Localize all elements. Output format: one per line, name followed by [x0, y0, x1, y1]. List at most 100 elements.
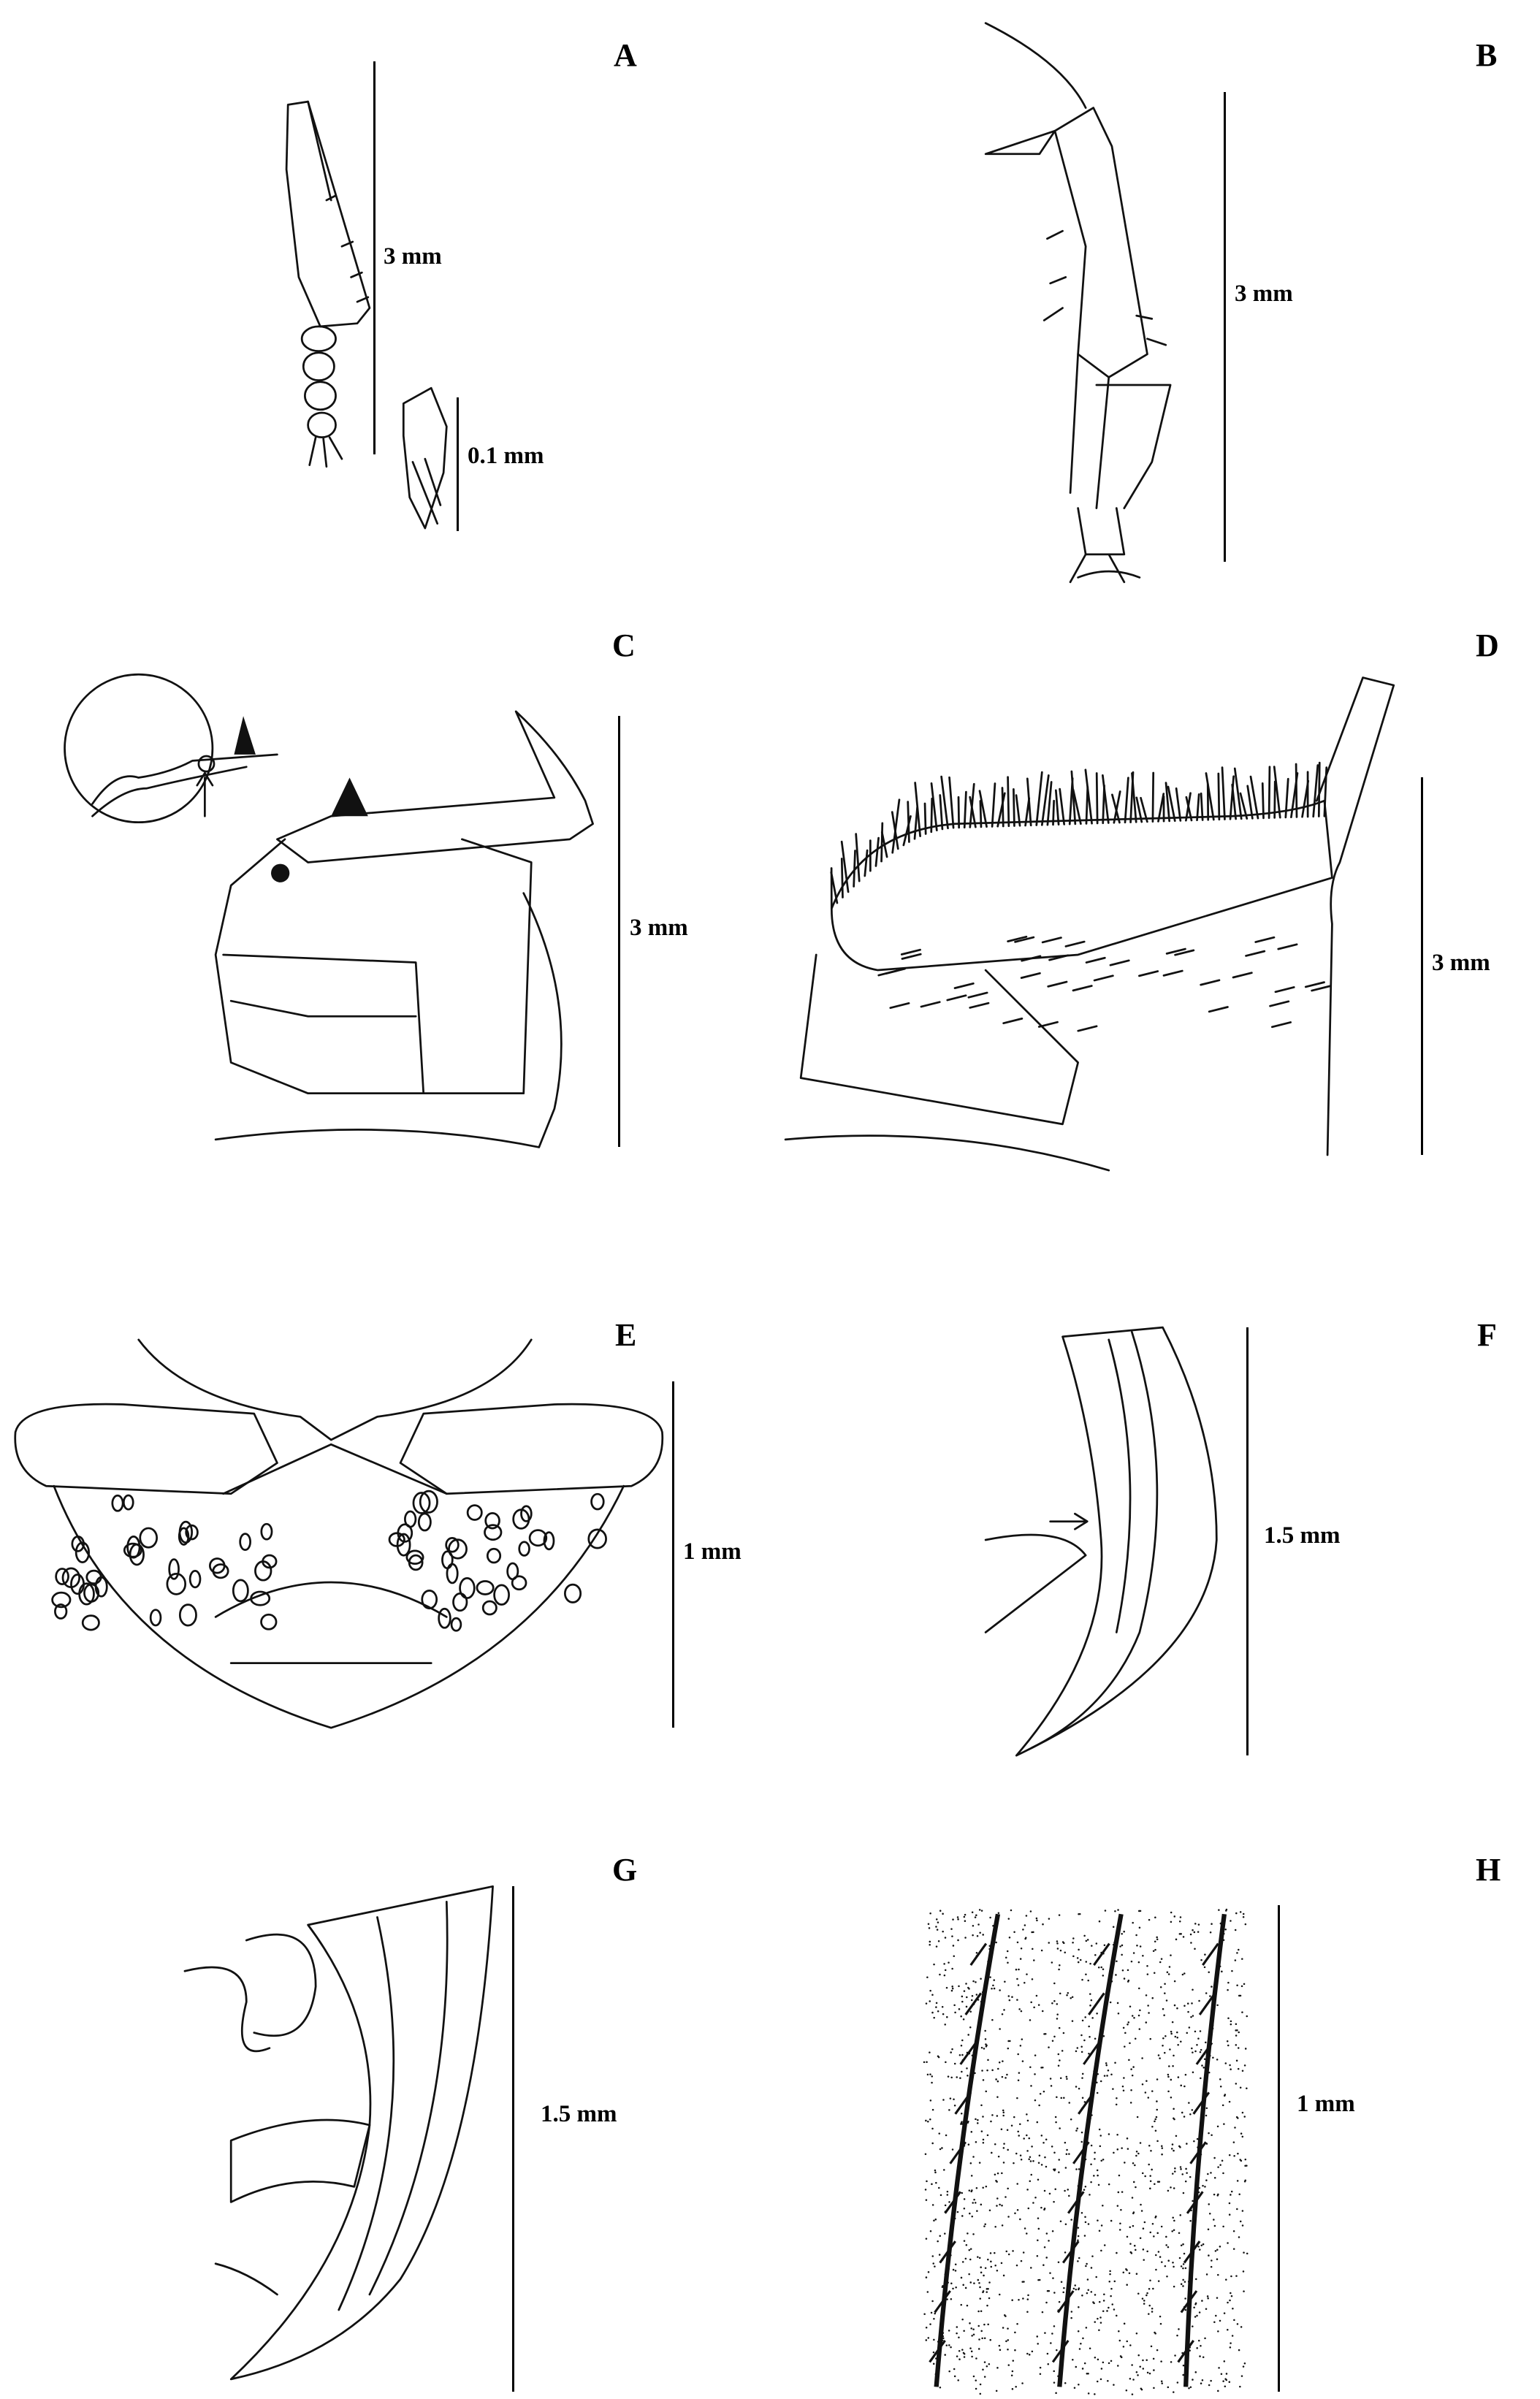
stipple-dot — [1030, 2001, 1032, 2004]
stipple-dot — [1166, 2276, 1168, 2278]
stipple-dot — [967, 2075, 969, 2077]
stipple-dot — [1022, 2251, 1025, 2254]
puncture — [55, 1568, 69, 1585]
stipple-dot — [1229, 2299, 1231, 2302]
scale-text-f: 1.5 mm — [1264, 1522, 1341, 1549]
stipple-dot — [990, 2120, 992, 2123]
scale-bar-a-small — [457, 397, 459, 531]
stipple-dot — [1176, 2007, 1178, 2010]
stipple-dot — [991, 2069, 994, 2072]
stipple-dot — [1128, 2059, 1130, 2062]
stipple-dot — [1155, 2254, 1157, 2257]
puncture — [528, 1529, 548, 1547]
stipple-dot — [1225, 2373, 1228, 2375]
stipple-dot — [956, 1916, 959, 1918]
stipple-dot — [958, 1985, 960, 1988]
stipple-dot — [1151, 2168, 1153, 2171]
stipple-dot — [1039, 2366, 1042, 2369]
stipple-dot — [1194, 1948, 1196, 1950]
seta — [1269, 1000, 1290, 1007]
stipple-dot — [926, 2291, 929, 2293]
stipple-dot — [1116, 2097, 1118, 2099]
stipple-dot — [1079, 1959, 1082, 1961]
stipple-dot — [1205, 2041, 1207, 2044]
stipple-dot — [925, 2002, 928, 2005]
panel-b-drawing — [984, 22, 1172, 584]
stipple-dot — [1171, 2173, 1174, 2175]
stipple-dot — [964, 1937, 967, 1939]
stipple-dot — [1183, 2116, 1186, 2118]
stipple-dot — [1216, 2125, 1219, 2128]
stipple-dot — [962, 2352, 965, 2354]
stipple-dot — [1237, 2047, 1240, 2049]
stipple-dot — [1066, 1994, 1068, 1996]
stipple-dot — [1029, 1910, 1032, 1912]
stipple-dot — [1020, 1947, 1023, 1950]
stipple-dot — [1051, 2333, 1053, 2335]
stipple-dot — [985, 2045, 988, 2048]
stipple-dot — [996, 2096, 999, 2098]
stipple-dot — [1136, 1945, 1138, 1947]
stipple-dot — [1200, 2344, 1202, 2347]
stipple-dot — [1171, 2021, 1174, 2024]
stipple-dot — [1137, 2292, 1140, 2295]
stipple-dot — [1043, 2189, 1046, 2192]
stipple-dot — [941, 2286, 944, 2289]
stipple-dot — [1048, 1918, 1051, 1920]
stipple-dot — [1089, 2194, 1091, 2196]
panel-label-f: F — [1477, 1317, 1497, 1353]
stipple-dot — [1036, 2254, 1039, 2257]
stipple-dot — [1031, 2350, 1034, 2353]
seta — [1093, 1942, 1110, 1966]
stipple-dot — [1088, 2025, 1090, 2028]
stipple-dot — [1191, 2047, 1193, 2050]
stipple-dot — [957, 1939, 959, 1942]
stipple-dot — [1090, 2163, 1092, 2166]
stipple-dot — [1147, 2005, 1149, 2007]
stipple-dot — [950, 1928, 953, 1930]
seta — [1083, 2042, 1100, 2065]
puncture — [587, 1528, 607, 1549]
stipple-dot — [1064, 2251, 1067, 2254]
stipple-dot — [1137, 1961, 1140, 1964]
stipple-dot — [1096, 2380, 1099, 2383]
stipple-dot — [1217, 2390, 1219, 2392]
stipple-dot — [1199, 2355, 1201, 2357]
seta — [1177, 2340, 1194, 2363]
stipple-dot — [1053, 2168, 1056, 2170]
stipple-dot — [969, 2322, 971, 2324]
puncture — [123, 1542, 142, 1558]
stipple-dot — [1077, 1961, 1080, 1964]
stipple-dot — [1159, 1986, 1162, 1988]
stipple-dot — [1222, 2225, 1224, 2228]
stipple-dot — [1123, 1977, 1126, 1980]
stipple-dot — [1094, 1954, 1097, 1956]
seta — [1231, 783, 1237, 820]
stipple-dot — [1053, 2000, 1056, 2002]
stipple-dot — [1215, 2314, 1217, 2317]
stipple-dot — [1017, 2053, 1019, 2056]
stipple-dot — [1242, 2270, 1245, 2273]
stipple-dot — [1218, 1909, 1220, 1911]
scale-bar-f — [1246, 1327, 1249, 1755]
puncture — [452, 1592, 468, 1612]
stipple-dot — [1178, 2328, 1180, 2330]
stipple-dot — [1029, 2180, 1032, 2182]
stipple-dot — [1213, 2224, 1216, 2227]
stipple-dot — [1155, 2268, 1157, 2271]
stipple-dot — [973, 2282, 975, 2284]
stipple-dot — [1196, 2137, 1199, 2140]
stipple-dot — [1058, 2026, 1061, 2029]
stipple-dot — [1154, 2183, 1156, 2186]
seta — [1221, 766, 1226, 820]
seta — [1245, 950, 1266, 957]
stipple-dot — [983, 2048, 986, 2050]
stipple-dot — [1113, 2151, 1115, 2154]
stipple-dot — [953, 2004, 956, 2007]
stipple-dot — [1075, 2168, 1078, 2170]
stipple-dot — [1084, 2221, 1087, 2224]
stipple-dot — [1110, 2073, 1113, 2075]
stipple-dot — [992, 1984, 994, 1987]
stipple-dot — [1244, 2048, 1247, 2050]
stipple-dot — [1217, 2166, 1219, 2168]
